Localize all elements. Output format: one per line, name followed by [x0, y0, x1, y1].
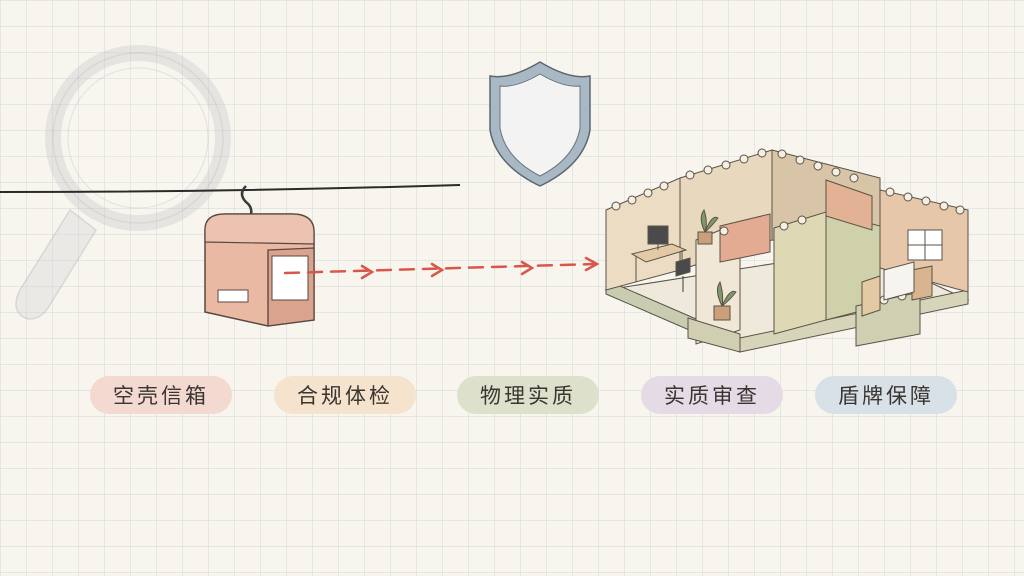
- tag-physical-substance: 物理实质: [457, 376, 599, 414]
- tag-empty-mailbox: 空壳信箱: [90, 376, 232, 414]
- mailbox-icon: [204, 185, 315, 327]
- office-building-icon: [604, 148, 970, 353]
- tag-compliance-check: 合规体检: [274, 376, 416, 414]
- flow-arrow: [283, 256, 600, 280]
- tag-substance-review: 实质审查: [641, 376, 783, 414]
- shield-icon: [489, 61, 591, 187]
- hanging-wire: [0, 184, 461, 193]
- magnifier-icon: [15, 45, 231, 320]
- tag-shield-protection: 盾牌保障: [815, 376, 957, 414]
